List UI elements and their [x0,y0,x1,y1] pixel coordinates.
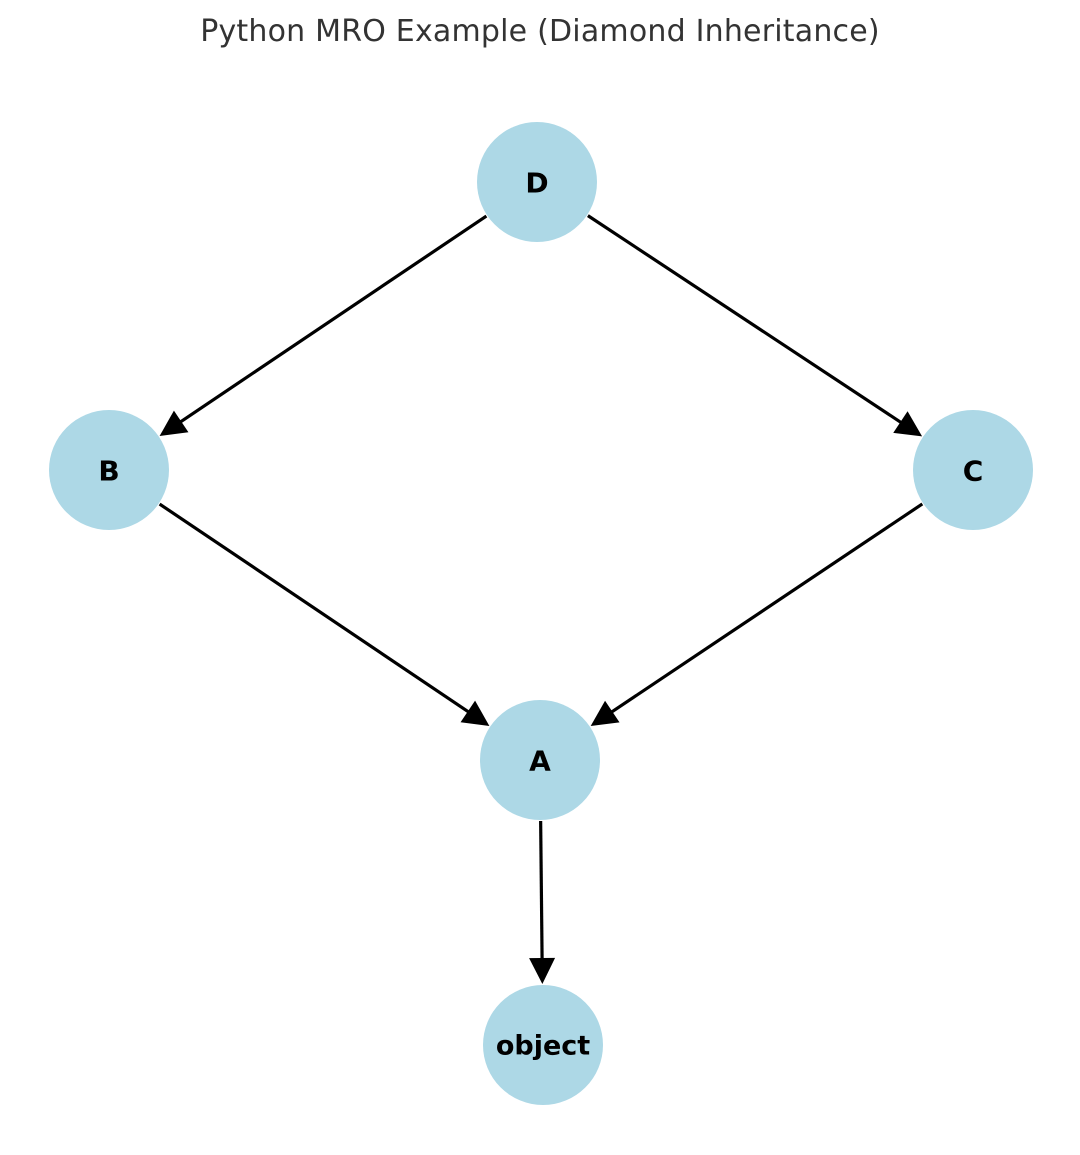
node-d[interactable]: D [477,122,597,242]
node-label: B [98,455,119,488]
arrowhead-icon [529,957,556,985]
node-label: A [529,745,551,778]
arrowhead-icon [460,700,490,726]
node-circle[interactable] [49,410,169,530]
edge-line [178,214,488,424]
node-circle[interactable] [477,122,597,242]
node-label: C [963,455,984,488]
node-circle[interactable] [483,985,603,1105]
edge-line [539,820,544,961]
node-a[interactable]: A [480,700,600,820]
node-circle[interactable] [913,410,1033,530]
edge-line [158,502,471,714]
node-b[interactable]: B [49,410,169,530]
node-label: object [496,1031,590,1062]
edge-d-to-b [159,214,488,436]
node-object[interactable]: object [483,985,603,1105]
edges-layer [158,214,924,985]
arrowhead-icon [590,700,620,727]
edge-b-to-a [158,502,490,726]
node-label: D [525,167,548,200]
edge-a-to-object [529,820,556,985]
arrowhead-icon [159,410,189,436]
node-circle[interactable] [480,700,600,820]
edge-line [587,214,903,425]
arrowhead-icon [893,411,923,437]
edge-c-to-a [590,502,924,727]
edge-line [609,502,924,715]
edge-d-to-c [587,214,923,437]
node-c[interactable]: C [913,410,1033,530]
page-title: Python MRO Example (Diamond Inheritance) [200,14,880,49]
